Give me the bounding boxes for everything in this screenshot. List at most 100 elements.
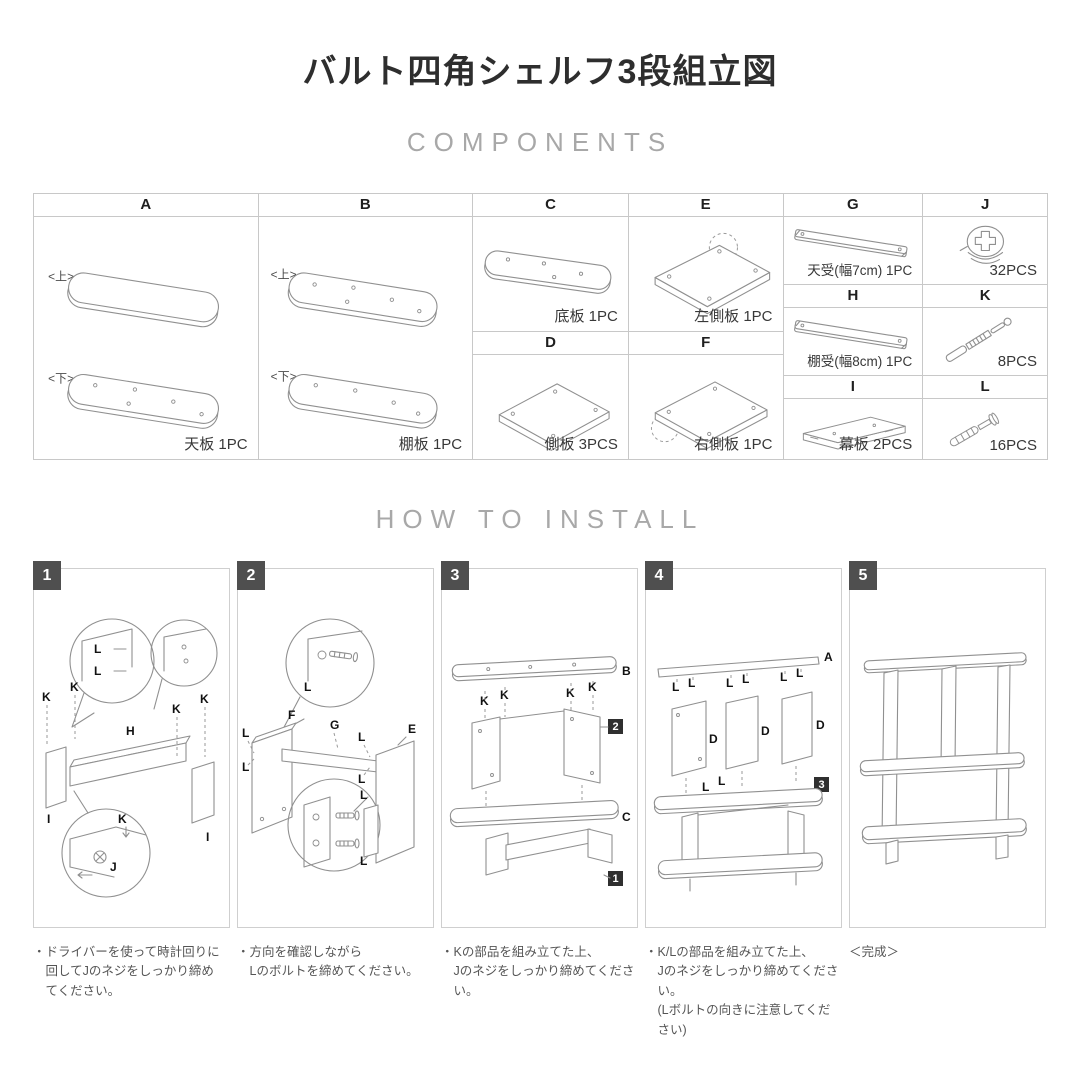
svg-text:F: F — [288, 708, 295, 722]
component-body-h: 棚受(幅8cm) 1PC — [784, 308, 923, 375]
bullet-icon: ・ — [237, 945, 250, 959]
component-body-g: 天受(幅7cm) 1PC — [784, 217, 923, 284]
svg-text:L: L — [358, 772, 365, 786]
step-number-badge-3: 3 — [441, 561, 469, 590]
svg-text:2: 2 — [612, 721, 618, 733]
step-number-badge-4: 4 — [645, 561, 673, 590]
top-support-bar-drawing — [793, 229, 908, 258]
component-body-k: 8PCS — [923, 308, 1047, 375]
svg-text:K: K — [172, 702, 181, 716]
svg-text:L: L — [94, 642, 101, 656]
step-instruction-4: ・ K/Lの部品を組み立てた上、 Jのネジをしっかり締めてください。 (Lボルト… — [645, 945, 839, 1037]
component-header-k: K — [923, 284, 1047, 308]
right-side-board-drawing — [650, 381, 768, 449]
step-illustration-2: L F G E L L — [242, 618, 416, 872]
component-caption-i: 幕板 2PCS — [838, 436, 913, 453]
svg-text:C: C — [622, 810, 631, 824]
component-col-ghi: G 天受(幅7cm) 1PC H — [782, 194, 923, 459]
svg-text:K: K — [588, 680, 597, 694]
step-3: 3 B K K K K — [441, 561, 638, 1040]
step-instruction-2: ・ 方向を確認しながら Lのボルトを締めてください。 — [237, 945, 419, 979]
component-caption-g: 天受(幅7cm) 1PC — [807, 263, 913, 278]
svg-text:<下>: <下> — [270, 369, 296, 383]
step-illustration-5 — [859, 652, 1027, 865]
completion-label: ＜完成＞ — [849, 945, 900, 959]
shelf-board-drawing: <上> <下> — [270, 268, 438, 429]
install-steps: 1 L L H I — [33, 561, 1048, 1040]
svg-text:L: L — [718, 774, 725, 788]
svg-text:<下>: <下> — [48, 371, 74, 385]
svg-text:L: L — [702, 780, 709, 794]
left-side-board-drawing — [654, 232, 771, 315]
step-number-badge-2: 2 — [237, 561, 265, 590]
step-instruction-3: ・ Kの部品を組み立てた上、 Jのネジをしっかり締めてください。 — [441, 945, 635, 998]
component-body-a: <上> <下> 天板 1PC — [34, 217, 258, 459]
step-illustration-4: A L L L L L L D D D L L — [653, 650, 833, 892]
svg-text:<上>: <上> — [270, 268, 296, 282]
svg-text:L: L — [242, 726, 249, 740]
component-caption-e: 左側板 1PC — [694, 308, 773, 325]
component-caption-h: 棚受(幅8cm) 1PC — [807, 354, 913, 369]
component-header-h: H — [783, 284, 923, 308]
svg-text:G: G — [330, 718, 339, 732]
bolt-drawing — [950, 412, 1000, 447]
bottom-board-drawing — [484, 250, 612, 294]
step-illustration-3: B K K K K 2 — [449, 656, 631, 886]
components-section-heading: COMPONENTS — [406, 127, 674, 157]
apron-board-drawing — [802, 416, 906, 450]
svg-text:D: D — [816, 718, 825, 732]
component-caption-j: 32PCS — [989, 262, 1037, 279]
svg-text:E: E — [408, 722, 416, 736]
bullet-icon: ・ — [441, 945, 454, 959]
component-col-jkl: J 32PCS K — [922, 194, 1047, 459]
svg-text:L: L — [688, 676, 695, 690]
svg-text:L: L — [360, 854, 367, 868]
component-header-l: L — [923, 375, 1047, 399]
step-1: 1 L L H I — [33, 561, 230, 1040]
svg-text:J: J — [110, 860, 117, 874]
component-body-j: 32PCS — [923, 217, 1047, 284]
svg-text:L: L — [360, 788, 367, 802]
svg-text:1: 1 — [612, 873, 618, 885]
component-header-d: D — [473, 331, 628, 355]
svg-text:L: L — [672, 680, 679, 694]
svg-text:K: K — [566, 686, 575, 700]
side-board-drawing — [498, 383, 610, 451]
svg-text:K: K — [70, 680, 79, 694]
page-title: バルト四角シェルフ3段組立図 — [302, 53, 778, 91]
svg-text:I: I — [47, 812, 50, 826]
component-body-i: 幕板 2PCS — [784, 399, 923, 459]
svg-text:L: L — [796, 666, 803, 680]
svg-text:K: K — [42, 690, 51, 704]
svg-text:L: L — [304, 680, 311, 694]
component-caption-c: 底板 1PC — [554, 308, 618, 325]
svg-text:<上>: <上> — [48, 270, 74, 284]
bullet-icon: ・ — [645, 945, 658, 959]
step-instruction-5: ＜完成＞ — [849, 943, 1046, 962]
component-header-c: C — [473, 194, 628, 217]
svg-text:L: L — [358, 730, 365, 744]
svg-text:L: L — [742, 672, 749, 686]
component-col-a: A <上> <下> 天板 — [34, 194, 258, 459]
svg-text:3: 3 — [818, 779, 824, 791]
component-body-l: 16PCS — [923, 399, 1047, 459]
svg-text:A: A — [824, 650, 833, 664]
component-caption-k: 8PCS — [997, 353, 1037, 370]
svg-text:K: K — [118, 812, 127, 826]
step-2: 2 L F G — [237, 561, 434, 1040]
svg-text:K: K — [480, 694, 489, 708]
component-header-b: B — [258, 194, 473, 217]
component-header-i: I — [783, 375, 923, 399]
component-col-cd: C 底板 1PC D — [472, 194, 628, 459]
component-caption-l: 16PCS — [989, 437, 1037, 454]
svg-text:D: D — [709, 732, 718, 746]
step-number-badge-1: 1 — [33, 561, 61, 590]
step-panel-5: 5 — [849, 561, 1046, 928]
step-panel-3: 3 B K K K K — [441, 561, 638, 928]
svg-text:L: L — [94, 664, 101, 678]
svg-text:L: L — [726, 676, 733, 690]
svg-text:L: L — [780, 670, 787, 684]
bullet-icon: ・ — [33, 945, 46, 959]
components-table: A <上> <下> 天板 — [33, 193, 1048, 460]
